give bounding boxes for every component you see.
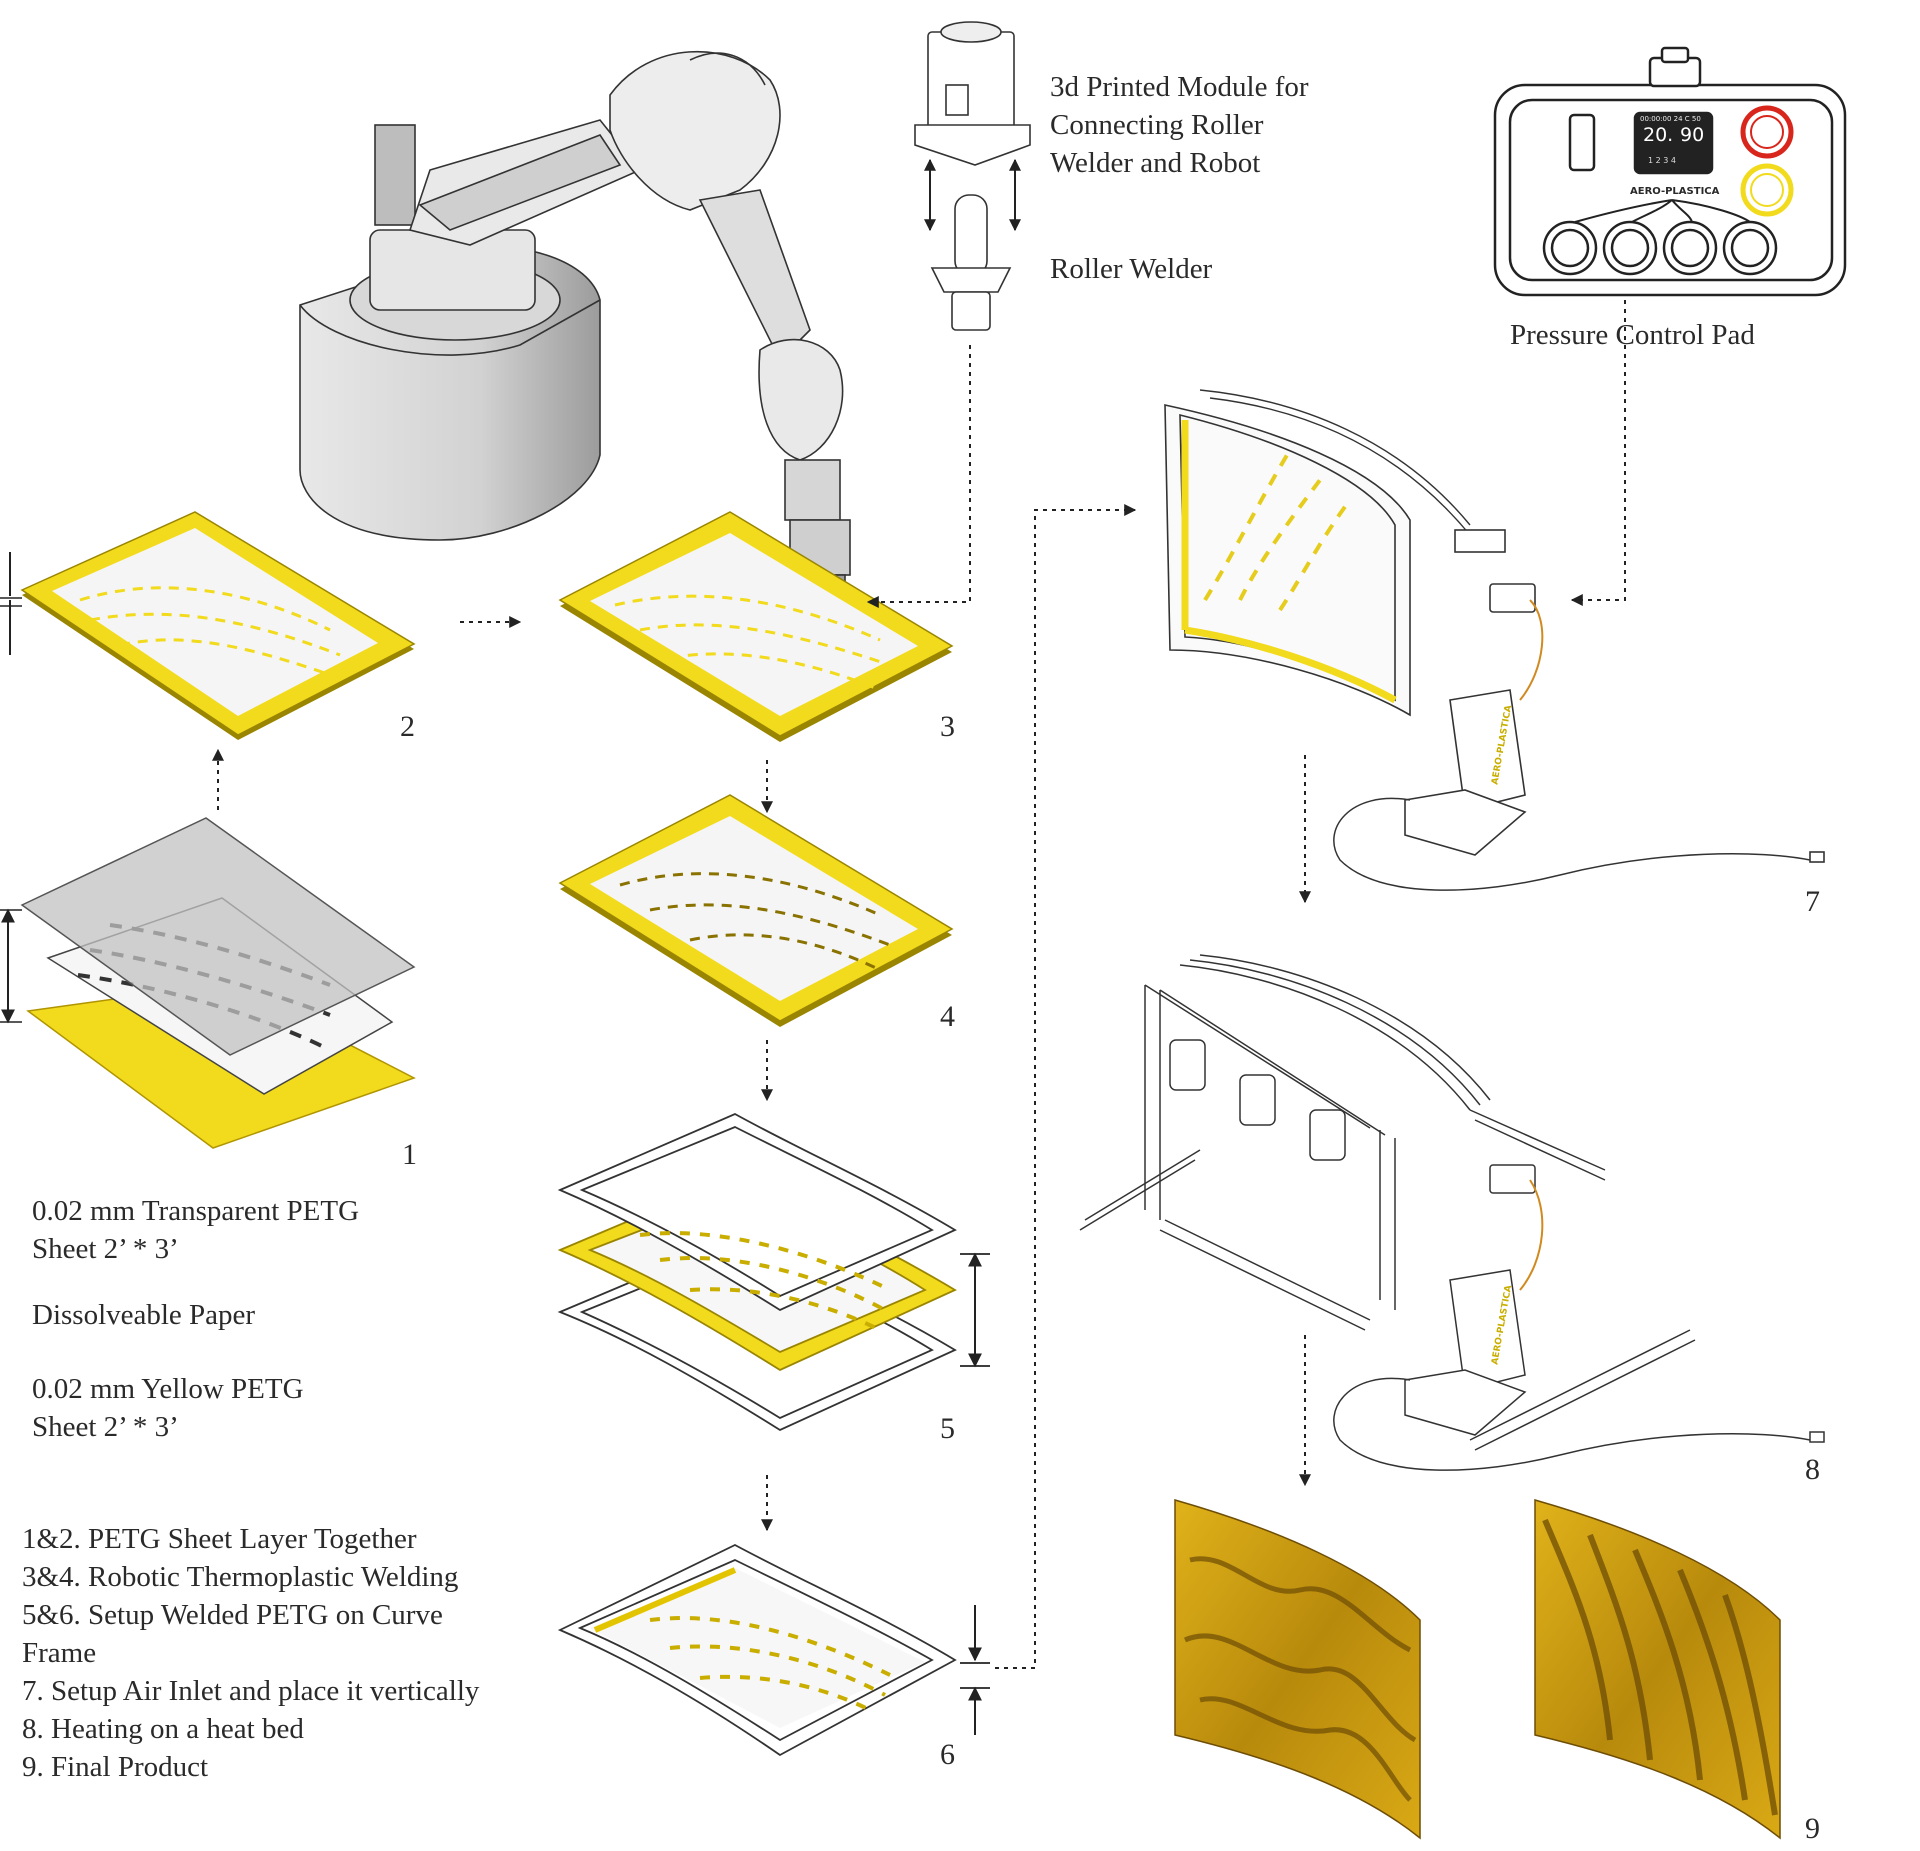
steps-legend-item: 1&2. PETG Sheet Layer Together [22,1523,417,1555]
pressure-pad-label: Pressure Control Pad [1510,319,1755,351]
step8-heat-bed [1079,954,1825,1471]
pad-display [1633,111,1714,175]
step-number-8: 8 [1805,1453,1820,1486]
material-yellow-petg: 0.02 mm Yellow PETG Sheet 2’ * 3’ [32,1370,304,1446]
module-caption-line: Welder and Robot [1050,147,1261,179]
material-line: Sheet 2’ * 3’ [32,1411,179,1443]
step1-layers [0,817,416,1149]
step-number-3: 3 [940,710,955,743]
step-number-1: 1 [402,1138,417,1171]
step3-sheet [558,511,954,742]
roller-welder-label: Roller Welder [1050,253,1213,285]
pad-brand: AERO-PLASTICA [1630,186,1720,197]
material-line: 0.02 mm Transparent PETG [32,1195,360,1227]
steps-legend: 1&2. PETG Sheet Layer Together 3&4. Robo… [22,1520,479,1786]
module-caption: 3d Printed Module for Connecting Roller … [1050,68,1309,182]
step-number-5: 5 [940,1412,955,1445]
robot-arm [299,50,851,631]
material-paper: Dissolveable Paper [32,1299,256,1331]
flow-arrows [212,300,1626,1669]
step2-sheet [0,511,416,740]
roller-welder-module [914,21,1031,331]
pad-display-channels: 1 2 3 4 [1648,156,1676,165]
material-line: Sheet 2’ * 3’ [32,1233,179,1265]
steps-legend-item: 3&4. Robotic Thermoplastic Welding [22,1561,459,1593]
module-caption-line: 3d Printed Module for [1050,71,1309,103]
pad-display-value-1: 20. [1643,124,1674,146]
step7-assembly [1164,389,1825,891]
steps-legend-item: 7. Setup Air Inlet and place it vertical… [22,1675,480,1707]
step-number-7: 7 [1805,885,1820,918]
final-panel-right [1534,1499,1781,1840]
step9-final-product [1174,1499,1781,1840]
steps-legend-item: 8. Heating on a heat bed [22,1713,304,1745]
step6-frame [557,1543,990,1757]
step-number-4: 4 [940,1000,955,1033]
material-transparent-petg: 0.02 mm Transparent PETG Sheet 2’ * 3’ [32,1192,359,1268]
steps-legend-item: Frame [22,1637,97,1669]
transparent-petg-sheet [20,817,416,1056]
material-line: 0.02 mm Yellow PETG [32,1373,304,1405]
step-number-6: 6 [940,1738,955,1771]
step-number-2: 2 [400,710,415,743]
steps-legend-item: 5&6. Setup Welded PETG on Curve [22,1599,443,1631]
module-caption-line: Connecting Roller [1050,109,1264,141]
step5-frames [557,1112,990,1432]
step-number-9: 9 [1805,1812,1820,1845]
pressure-control-pad [1493,46,1847,297]
steps-legend-item: 9. Final Product [22,1751,209,1783]
step4-sheet [558,794,954,1027]
pad-display-status: 00:00:00 24 C 50 [1640,115,1701,123]
pad-display-value-2: 90 [1680,124,1705,146]
